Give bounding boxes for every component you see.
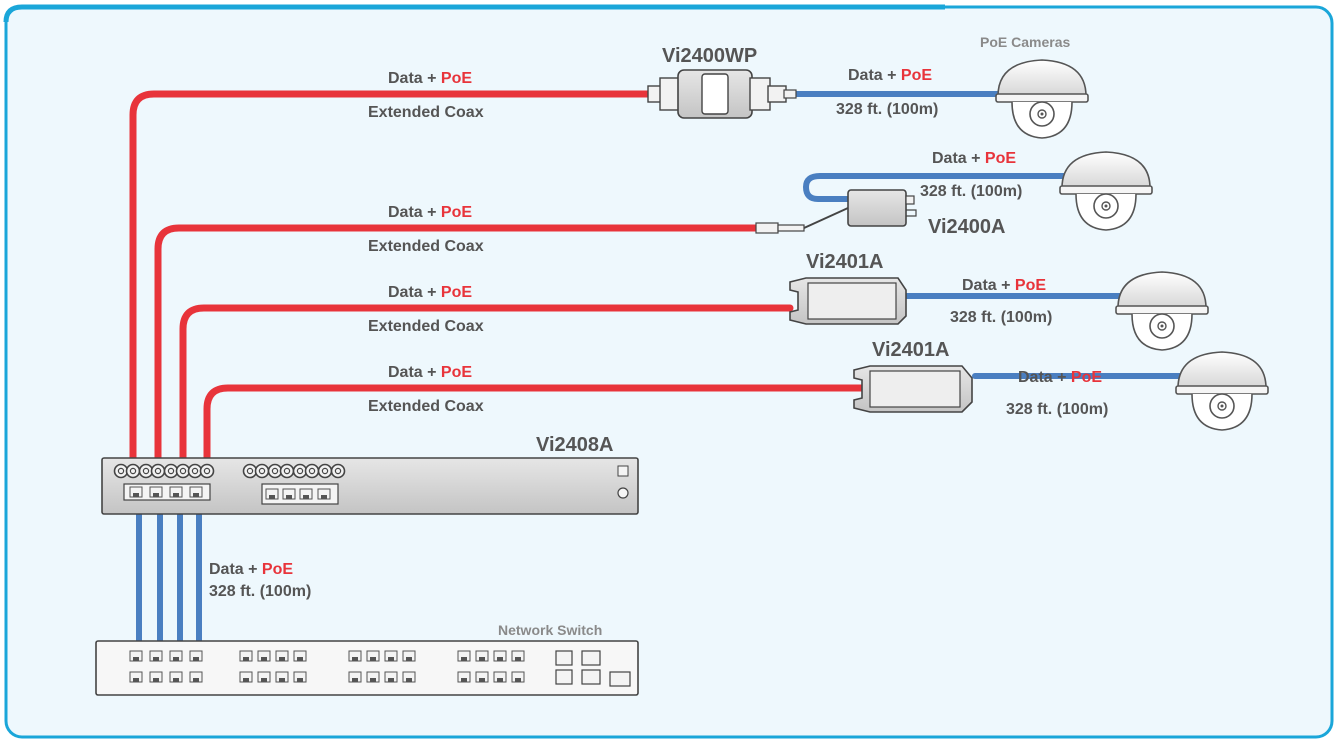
eth-label-1: Data + PoE xyxy=(848,67,932,84)
coax-type-4: Extended Coax xyxy=(368,398,484,415)
eth-label-4: Data + PoE xyxy=(1018,369,1102,386)
vi2408a-device xyxy=(101,457,639,515)
coax-run-2 xyxy=(154,224,764,464)
coax-run-1 xyxy=(129,90,652,464)
eth-distance-1: 328 ft. (100m) xyxy=(836,101,938,118)
eth-distance-2: 328 ft. (100m) xyxy=(920,183,1022,200)
coax-label-4: Data + PoE xyxy=(388,364,472,381)
vi2400wp-label: Vi2400WP xyxy=(662,45,757,67)
coax-cables xyxy=(129,90,866,464)
vi2401a-label-2: Vi2401A xyxy=(872,339,949,361)
diagram-frame xyxy=(4,5,1334,739)
frame-top-accent xyxy=(3,4,945,23)
network-switch-label: Network Switch xyxy=(498,622,602,638)
switch-link-label: Data + PoE xyxy=(209,561,293,578)
coax-label-2: Data + PoE xyxy=(388,204,472,221)
vi2400a-label: Vi2400A xyxy=(928,216,1005,238)
vi2400a-device xyxy=(755,189,917,234)
coax-type-3: Extended Coax xyxy=(368,318,484,335)
vi2401a-device-2 xyxy=(853,365,973,413)
network-switch-device xyxy=(95,640,639,696)
eth-label-2: Data + PoE xyxy=(932,150,1016,167)
eth-distance-3: 328 ft. (100m) xyxy=(950,309,1052,326)
vi2408a-label: Vi2408A xyxy=(536,434,613,456)
coax-type-2: Extended Coax xyxy=(368,238,484,255)
vi2401a-device-1 xyxy=(789,277,907,325)
vi2400wp-device xyxy=(647,69,797,119)
coax-label-3: Data + PoE xyxy=(388,284,472,301)
coax-run-3 xyxy=(179,304,794,464)
coax-type-1: Extended Coax xyxy=(368,104,484,121)
vi2401a-label-1: Vi2401A xyxy=(806,251,883,273)
poe-cameras-title: PoE Cameras xyxy=(980,34,1070,50)
eth-camera-2 xyxy=(802,173,1083,202)
coax-run-4 xyxy=(203,384,866,464)
eth-label-3: Data + PoE xyxy=(962,277,1046,294)
eth-distance-4: 328 ft. (100m) xyxy=(1006,401,1108,418)
ethernet-cables xyxy=(136,91,1188,653)
coax-label-1: Data + PoE xyxy=(388,70,472,87)
switch-link-distance: 328 ft. (100m) xyxy=(209,583,311,600)
